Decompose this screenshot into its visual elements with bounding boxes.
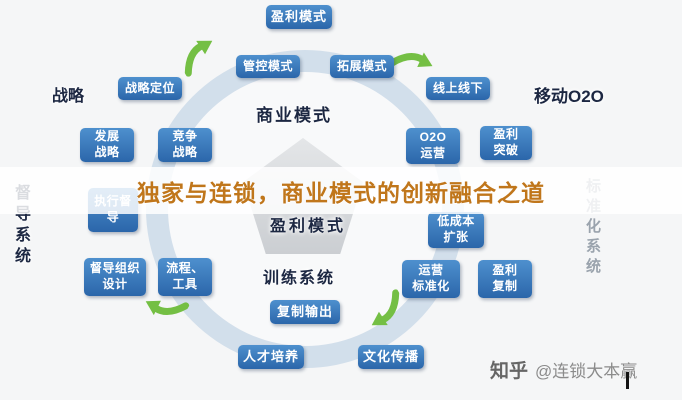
node-culture-spread: 文化传播 xyxy=(358,345,424,369)
watermark-brand: 知乎 xyxy=(490,361,529,382)
node-competitive-strategy: 竞争 战略 xyxy=(158,128,212,162)
node-supervision-org-design: 督导组织 设计 xyxy=(84,258,146,296)
node-development-strategy: 发展 战略 xyxy=(80,128,134,162)
cycle-arrow-top-left-icon xyxy=(174,34,223,78)
node-strategic-positioning: 战略定位 xyxy=(118,77,182,100)
label-mobile-o2o: 移动O2O xyxy=(534,87,604,106)
node-expansion-model: 拓展模式 xyxy=(330,55,394,78)
node-profit-replication: 盈利 复制 xyxy=(478,260,532,298)
node-talent-training: 人才培养 xyxy=(238,345,304,369)
cycle-arrow-bottom-right-icon xyxy=(362,288,411,332)
watermark: 知乎 @连锁大本赢 xyxy=(490,356,637,383)
node-low-cost-expansion: 低成本 扩张 xyxy=(428,212,484,248)
cursor-artifact xyxy=(626,372,629,389)
node-online-offline: 线上线下 xyxy=(426,77,490,100)
cycle-arrow-top-right-icon xyxy=(388,40,436,84)
banner-title: 独家与连锁，商业模式的创新融合之道 xyxy=(137,179,545,206)
node-process-tools: 流程、 工具 xyxy=(158,258,212,296)
node-control-model: 管控模式 xyxy=(236,55,300,78)
label-profit-model-center: 盈利模式 xyxy=(270,218,347,235)
node-operation-standardization: 运营 标准化 xyxy=(402,260,460,298)
node-replication-output: 复制输出 xyxy=(270,300,340,324)
label-business-model: 商业模式 xyxy=(256,106,332,125)
node-profit-breakthrough: 盈利 突破 xyxy=(480,126,532,160)
node-profit-model-top: 盈利模式 xyxy=(266,5,332,29)
cycle-arrow-bottom-left-icon xyxy=(142,284,191,328)
node-o2o-operation: O2O 运营 xyxy=(406,128,460,164)
label-strategy: 战略 xyxy=(52,88,85,105)
watermark-handle: @连锁大本赢 xyxy=(535,362,638,381)
title-banner: 独家与连锁，商业模式的创新融合之道 xyxy=(0,167,682,214)
label-training-system: 训练系统 xyxy=(263,270,336,287)
